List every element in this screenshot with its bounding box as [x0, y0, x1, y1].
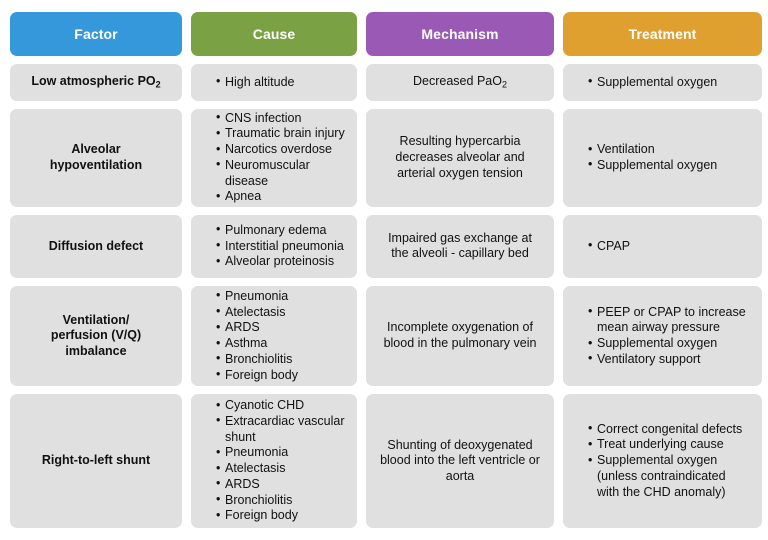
factor-label-line: Alveolar — [71, 142, 121, 157]
cause-list: High altitude — [203, 74, 345, 91]
cell-cause: Pneumonia Atelectasis ARDS Asthma Bronch… — [191, 286, 357, 386]
column-header-factor: Factor — [10, 12, 182, 57]
mechanism-text: Resulting hypercarbia decreases alveolar… — [395, 134, 525, 180]
list-item: Supplemental oxygen — [588, 157, 750, 174]
list-item: Alveolar proteinosis — [216, 254, 345, 270]
factor-label: Diffusion defect — [48, 238, 144, 253]
list-item: Neuromuscular disease — [216, 157, 345, 190]
treatment-list: Correct congenital defects Treat underly… — [575, 421, 750, 501]
list-item: Foreign body — [216, 367, 345, 384]
factor-label-line: imbalance — [65, 343, 127, 358]
factor-label: Low atmospheric PO2 — [22, 74, 170, 91]
factor-label-text: Low atmospheric PO — [31, 74, 156, 89]
column-header-treatment: Treatment — [563, 12, 762, 57]
list-item: Atelectasis — [216, 461, 345, 477]
table-row: Low atmospheric PO2 High altitude Decrea… — [10, 64, 762, 101]
cell-cause: Cyanotic CHD Extracardiac vascular shunt… — [191, 394, 357, 528]
list-item: Extracardiac vascular shunt — [216, 413, 345, 446]
cell-mechanism: Shunting of deoxygenated blood into the … — [366, 394, 554, 528]
list-item: Ventilatory support — [588, 351, 750, 368]
list-item: Supplemental oxygen (unless contraindica… — [588, 453, 750, 500]
list-item: PEEP or CPAP to increase mean airway pre… — [588, 304, 750, 337]
cell-cause: Pulmonary edema Interstitial pneumonia A… — [191, 214, 357, 278]
table-row: Ventilation/ perfusion (V/Q) imbalance P… — [10, 286, 762, 386]
list-item: ARDS — [216, 320, 345, 336]
column-header-mechanism-label: Mechanism — [421, 26, 499, 43]
list-item: Pneumonia — [216, 288, 345, 305]
column-header-mechanism: Mechanism — [366, 12, 554, 57]
table-row: Right-to-left shunt Cyanotic CHD Extraca… — [10, 394, 762, 528]
list-item: Treat underlying cause — [588, 437, 750, 453]
cell-factor: Ventilation/ perfusion (V/Q) imbalance — [10, 286, 182, 386]
list-item: Pneumonia — [216, 445, 345, 461]
cell-mechanism: Incomplete oxygenation of blood in the p… — [366, 286, 554, 386]
mechanism-text: Incomplete oxygenation of blood in the p… — [383, 320, 537, 350]
list-item: Narcotics overdose — [216, 142, 345, 158]
treatment-list: Ventilation Supplemental oxygen — [575, 142, 750, 174]
factor-label: Right-to-left shunt — [41, 453, 151, 468]
cell-factor: Diffusion defect — [10, 214, 182, 278]
factor-label: Ventilation/ perfusion (V/Q) imbalance — [22, 313, 170, 360]
column-header-factor-label: Factor — [74, 26, 118, 43]
list-item: High altitude — [216, 74, 345, 91]
list-item: Bronchiolitis — [216, 492, 345, 509]
cell-treatment: PEEP or CPAP to increase mean airway pre… — [563, 286, 762, 386]
list-item: CNS infection — [216, 110, 345, 127]
mechanism-text: Decreased PaO2 — [378, 74, 542, 91]
list-item: Ventilation — [588, 142, 750, 158]
list-item: Pulmonary edema — [216, 222, 345, 239]
cell-treatment: Correct congenital defects Treat underly… — [563, 394, 762, 528]
mechanism-text-subscript: 2 — [501, 79, 507, 90]
list-item: CPAP — [588, 238, 750, 255]
cell-treatment: CPAP — [563, 214, 762, 278]
factor-label-subscript: 2 — [155, 79, 161, 90]
cause-list: Cyanotic CHD Extracardiac vascular shunt… — [203, 398, 345, 524]
list-item: Apnea — [216, 189, 345, 205]
column-header-treatment-label: Treatment — [628, 26, 697, 43]
cell-cause: CNS infection Traumatic brain injury Nar… — [191, 108, 357, 207]
table-row: Alveolar hypoventilation CNS infection T… — [10, 108, 762, 207]
factor-label-line: hypoventilation — [49, 157, 143, 172]
mechanism-text: Impaired gas exchange at the alveoli - c… — [388, 230, 532, 261]
list-item: Supplemental oxygen — [588, 336, 750, 352]
list-item: Traumatic brain injury — [216, 126, 345, 142]
mechanism-text-base: Decreased PaO — [413, 74, 502, 89]
treatment-list: CPAP — [575, 238, 750, 255]
cell-factor: Low atmospheric PO2 — [10, 64, 182, 101]
list-item: Cyanotic CHD — [216, 398, 345, 414]
list-item: Atelectasis — [216, 304, 345, 321]
cell-factor: Alveolar hypoventilation — [10, 108, 182, 207]
cell-treatment: Supplemental oxygen — [563, 64, 762, 101]
treatment-list: Supplemental oxygen — [575, 74, 750, 91]
column-header-cause-label: Cause — [252, 26, 296, 43]
cell-factor: Right-to-left shunt — [10, 394, 182, 528]
list-item: Foreign body — [216, 508, 345, 524]
list-item: Interstitial pneumonia — [216, 238, 345, 255]
list-item: ARDS — [216, 476, 345, 493]
table-header-row: Factor Cause Mechanism Treatment — [10, 12, 762, 57]
cell-treatment: Ventilation Supplemental oxygen — [563, 108, 762, 207]
list-item: Supplemental oxygen — [588, 74, 750, 91]
mechanism-text: Shunting of deoxygenated blood into the … — [380, 437, 540, 483]
factor-label-line: perfusion (V/Q) — [50, 328, 142, 343]
cell-mechanism: Impaired gas exchange at the alveoli - c… — [366, 214, 554, 278]
list-item: Bronchiolitis — [216, 351, 345, 368]
cell-mechanism: Decreased PaO2 — [366, 64, 554, 101]
table-row: Diffusion defect Pulmonary edema Interst… — [10, 214, 762, 278]
cell-cause: High altitude — [191, 64, 357, 101]
list-item: Asthma — [216, 336, 345, 352]
column-header-cause: Cause — [191, 12, 357, 57]
cause-list: Pulmonary edema Interstitial pneumonia A… — [203, 222, 345, 270]
list-item: Correct congenital defects — [588, 421, 750, 438]
cause-list: Pneumonia Atelectasis ARDS Asthma Bronch… — [203, 288, 345, 384]
cause-list: CNS infection Traumatic brain injury Nar… — [203, 110, 345, 206]
cell-mechanism: Resulting hypercarbia decreases alveolar… — [366, 108, 554, 207]
treatment-list: PEEP or CPAP to increase mean airway pre… — [575, 304, 750, 368]
factor-label-line: Ventilation/ — [62, 312, 130, 327]
factor-label: Alveolar hypoventilation — [22, 142, 170, 173]
